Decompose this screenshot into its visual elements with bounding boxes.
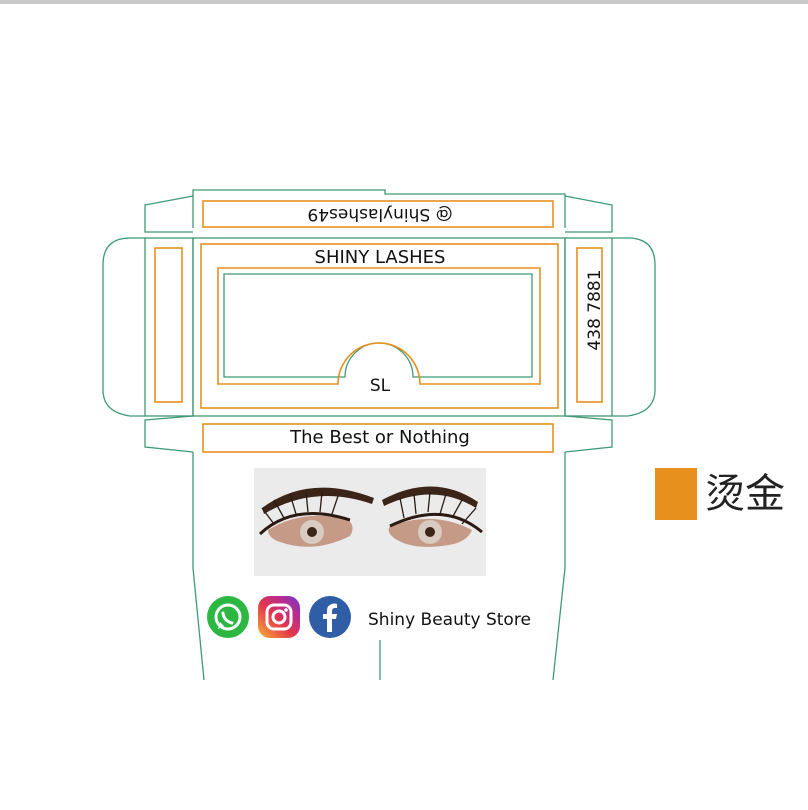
slogan: The Best or Nothing bbox=[290, 427, 470, 448]
instagram-icon bbox=[258, 596, 300, 638]
lid-panel bbox=[192, 237, 566, 417]
right-wall-frame bbox=[576, 247, 603, 403]
left-wall-frame bbox=[154, 247, 183, 403]
window-gold-frame bbox=[217, 267, 541, 385]
top-left-tab bbox=[144, 195, 194, 233]
store-name: Shiny Beauty Store bbox=[368, 610, 531, 630]
handle-frame bbox=[202, 200, 554, 228]
slogan-frame bbox=[202, 423, 554, 453]
phone-number: 438 7881 bbox=[585, 269, 605, 351]
brand-title: SHINY LASHES bbox=[314, 247, 446, 268]
top-divider bbox=[0, 0, 808, 4]
instagram-handle: @ Shinylashes49 bbox=[307, 204, 453, 224]
facebook-icon bbox=[309, 596, 351, 638]
monogram: SL bbox=[369, 376, 391, 396]
legend-label: 烫金 bbox=[705, 471, 785, 517]
lid-outer-frame bbox=[200, 243, 559, 409]
top-right-tab bbox=[564, 195, 613, 233]
gold-foil-lines bbox=[154, 200, 603, 453]
right-flap bbox=[612, 237, 656, 417]
bottom-right-tab bbox=[564, 415, 613, 453]
left-wall bbox=[144, 237, 194, 417]
left-flap bbox=[102, 237, 145, 417]
bottom-left-tab bbox=[144, 415, 194, 453]
right-brow bbox=[382, 486, 478, 508]
window-cutout bbox=[223, 273, 533, 378]
eyes-illustration bbox=[254, 468, 486, 576]
gold-foil-swatch bbox=[655, 468, 697, 520]
bottom-panel-outline bbox=[192, 452, 566, 681]
whatsapp-icon bbox=[207, 596, 249, 638]
